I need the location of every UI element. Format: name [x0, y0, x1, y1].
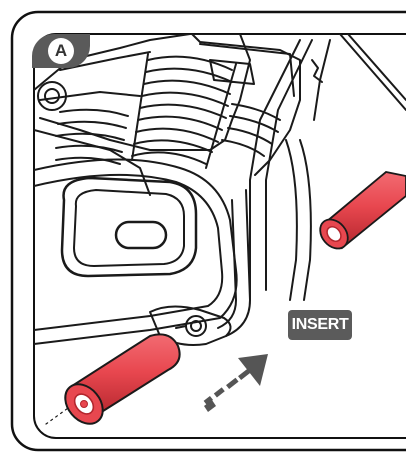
step-label: A — [48, 38, 74, 64]
frame-cradle — [34, 158, 251, 345]
red-peg-lower — [64, 333, 181, 425]
cylinder-fins — [55, 53, 237, 169]
side-cover — [60, 176, 198, 278]
insert-callout: INSERT — [288, 310, 352, 340]
cylinder-head — [191, 34, 301, 176]
insertion-arrow-icon — [203, 354, 268, 412]
red-peg-upper — [319, 171, 406, 250]
frame-border — [10, 10, 406, 452]
frame-rails — [249, 34, 406, 301]
mount-lug — [149, 305, 232, 346]
